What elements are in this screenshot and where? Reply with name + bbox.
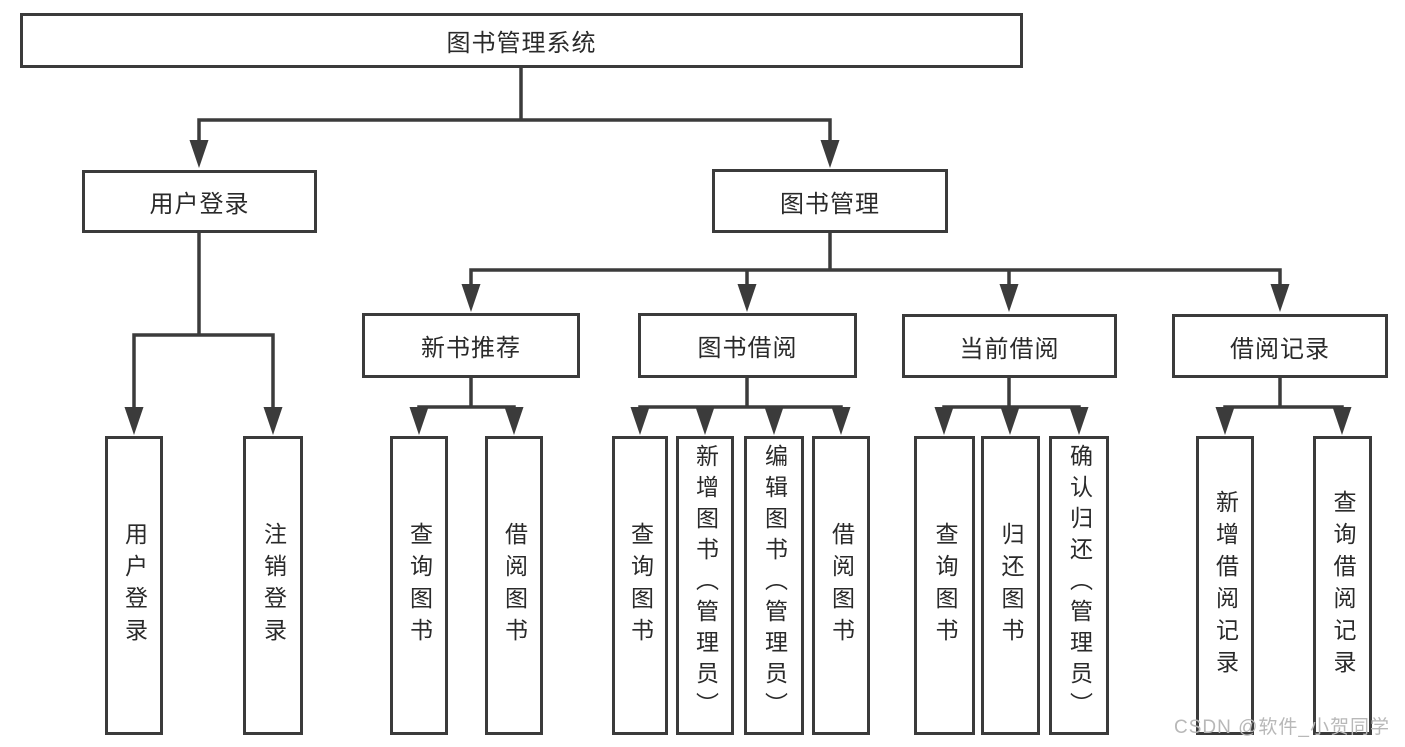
connector-new-book: [417, 376, 516, 417]
leaf-current-confirm-label: 确认归还（管理员）: [1066, 444, 1093, 723]
leaf-borrow-edit: 编辑图书（管理员）: [744, 436, 804, 735]
leaf-current-return-label: 归还图书: [998, 521, 1024, 650]
node-new-book-recommend-label: 新书推荐: [421, 335, 521, 362]
node-book-borrow: 图书借阅: [638, 313, 857, 378]
node-user-login-label: 用户登录: [149, 191, 250, 218]
arrowheads: [124, 140, 1352, 435]
leaf-user-login-label: 用户登录: [121, 521, 148, 650]
node-current-borrow: 当前借阅: [902, 314, 1117, 378]
leaf-logout-label: 注销登录: [260, 521, 287, 650]
leaf-current-query-label: 查询图书: [932, 521, 958, 650]
connector-root: [197, 66, 832, 150]
connector-book-management: [469, 231, 1282, 294]
connector-borrow-records: [1223, 376, 1344, 417]
leaf-records-add: 新增借阅记录: [1196, 436, 1254, 735]
leaf-borrow-borrow: 借阅图书: [812, 436, 870, 735]
connector-book-borrow: [638, 376, 843, 417]
node-library-system-label: 图书管理系统: [446, 30, 597, 57]
leaf-current-confirm: 确认归还（管理员）: [1049, 436, 1109, 735]
leaf-records-query: 查询借阅记录: [1313, 436, 1372, 735]
leaf-borrow-query-label: 查询图书: [627, 521, 654, 650]
leaf-newbook-query-label: 查询图书: [406, 521, 433, 650]
leaf-newbook-borrow: 借阅图书: [485, 436, 543, 735]
node-user-login: 用户登录: [82, 170, 317, 233]
csdn-watermark: CSDN @软件_小贺同学: [1174, 717, 1390, 738]
node-book-management: 图书管理: [712, 169, 948, 233]
node-library-system: 图书管理系统: [20, 13, 1023, 68]
leaf-logout: 注销登录: [243, 436, 303, 735]
leaf-newbook-borrow-label: 借阅图书: [501, 521, 528, 650]
leaf-borrow-query: 查询图书: [612, 436, 668, 735]
leaf-borrow-add: 新增图书（管理员）: [676, 436, 734, 735]
node-book-borrow-label: 图书借阅: [697, 335, 798, 362]
leaf-records-add-label: 新增借阅记录: [1212, 489, 1239, 682]
node-new-book-recommend: 新书推荐: [362, 313, 580, 378]
leaf-borrow-borrow-label: 借阅图书: [828, 521, 855, 650]
leaf-borrow-add-label: 新增图书（管理员）: [692, 444, 719, 723]
node-current-borrow-label: 当前借阅: [959, 335, 1060, 363]
leaf-current-return: 归还图书: [981, 436, 1040, 735]
leaf-user-login: 用户登录: [105, 436, 163, 735]
leaf-records-query-label: 查询借阅记录: [1330, 489, 1356, 682]
node-borrow-records-label: 借阅记录: [1230, 335, 1330, 363]
leaf-current-query: 查询图书: [914, 436, 975, 735]
leaf-newbook-query: 查询图书: [390, 436, 448, 735]
connector-user-login: [132, 231, 275, 417]
leaf-borrow-edit-label: 编辑图书（管理员）: [761, 444, 788, 723]
node-borrow-records: 借阅记录: [1172, 314, 1388, 378]
node-book-management-label: 图书管理: [780, 190, 880, 218]
